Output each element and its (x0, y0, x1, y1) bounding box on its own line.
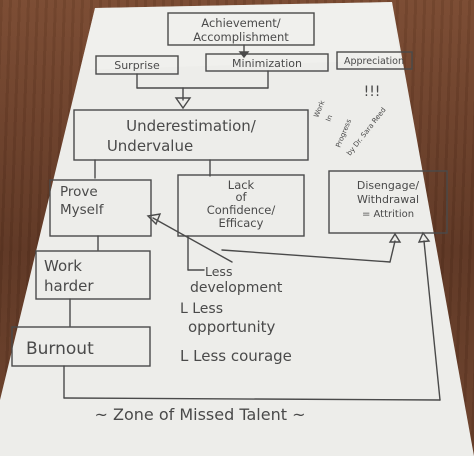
label-less-development-2: development (190, 280, 283, 296)
box-burnout (11, 326, 151, 367)
label-disengage-1: Disengage/ (357, 179, 419, 192)
paper-highlight (80, 2, 400, 70)
label-underestimation-1: Underestimation/ (126, 117, 257, 135)
label-less-opportunity-1: L Less (180, 301, 223, 317)
label-minimization: Minimization (232, 57, 302, 70)
label-work: Work (44, 257, 82, 275)
box-underestimation (73, 109, 309, 161)
arrow-lack-to-prove (152, 217, 233, 263)
label-less-development-1: Less (205, 264, 232, 279)
label-lack-2: of (235, 190, 247, 204)
wip-note-line2: In (324, 114, 334, 123)
arrowhead-underestimation (174, 97, 192, 110)
line-to-disengage-b (389, 240, 396, 263)
label-disengage-2: Withdrawal (357, 193, 419, 206)
arrowhead-disengage-2 (417, 231, 431, 243)
label-harder: harder (44, 277, 94, 295)
label-less-opportunity-2: opportunity (188, 318, 276, 336)
diagram-lines (11, 12, 448, 401)
label-prove: Prove (60, 184, 98, 200)
box-achievement (167, 12, 315, 46)
label-burnout: Burnout (26, 339, 94, 359)
box-lack (177, 174, 305, 237)
box-appreciation (336, 51, 413, 70)
label-zone-of-missed-talent: ~ Zone of Missed Talent ~ (95, 405, 306, 424)
arrowhead-prove (146, 213, 162, 226)
arrowhead-disengage-1 (388, 232, 402, 243)
box-prove-myself (49, 179, 152, 237)
label-lack-4: Efficacy (219, 216, 264, 230)
label-lack-1: Lack (228, 178, 255, 192)
label-myself: Myself (60, 202, 105, 218)
wip-note-2: In (324, 114, 334, 123)
label-disengage-3: = Attrition (362, 209, 414, 220)
line-to-disengage-a (221, 249, 391, 263)
label-achievement-2: Accomplishment (193, 30, 289, 44)
line-zone-baseline (63, 397, 441, 401)
box-disengage (328, 170, 448, 234)
label-lack-3: Confidence/ (207, 203, 276, 217)
label-achievement-1: Achievement/ (201, 16, 281, 30)
label-less-courage: L Less courage (180, 347, 292, 365)
label-surprise: Surprise (114, 59, 160, 72)
label-exclamations: !!! (364, 84, 381, 100)
box-work-harder (35, 250, 151, 300)
label-underestimation-2: Undervalue (107, 137, 193, 155)
box-minimization (205, 53, 329, 72)
label-appreciation: Appreciation (344, 56, 404, 67)
line-burnout-to-disengage (423, 240, 441, 401)
